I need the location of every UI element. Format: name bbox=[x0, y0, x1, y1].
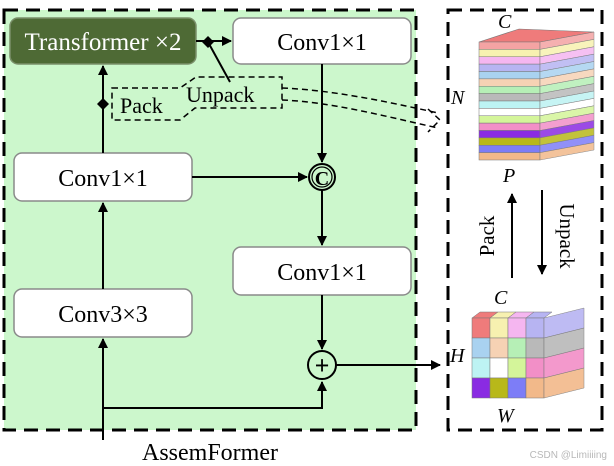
feature-cell bbox=[471, 357, 491, 379]
assemformer-module bbox=[2, 8, 418, 432]
conv1x1-right-label: Conv1×1 bbox=[277, 260, 367, 286]
patch-stripe-front bbox=[478, 122, 541, 131]
patch-tensor bbox=[478, 28, 595, 161]
feature-map-tensor bbox=[471, 307, 585, 399]
feature-cell bbox=[525, 377, 545, 399]
patch-stripe-front bbox=[478, 63, 541, 72]
unpack-junction-icon bbox=[202, 36, 214, 48]
pack-unpack-callout bbox=[111, 76, 442, 133]
patch-stripe-front bbox=[478, 115, 541, 124]
patch-stripe-front bbox=[478, 137, 541, 146]
feature-cell bbox=[525, 317, 545, 339]
conv1x1-top-label: Conv1×1 bbox=[277, 30, 367, 56]
conv3x3-block[interactable]: Conv3×3 bbox=[13, 288, 193, 338]
patch-stripe-front bbox=[478, 78, 541, 87]
tensor-top-c-label: C bbox=[498, 11, 512, 33]
unpack-label: Unpack bbox=[186, 82, 254, 107]
tensor-bottom-w-label: W bbox=[497, 405, 516, 427]
patch-stripe-front bbox=[478, 152, 541, 161]
patch-stripe-front bbox=[478, 49, 541, 57]
side-unpack-label: Unpack bbox=[555, 203, 579, 269]
feature-cell bbox=[507, 317, 527, 339]
pack-junction-icon bbox=[97, 98, 109, 110]
skip-connection bbox=[103, 381, 327, 409]
feature-cell bbox=[507, 357, 527, 379]
feature-cell bbox=[471, 337, 491, 359]
conv1x1-top-block[interactable]: Conv1×1 bbox=[232, 17, 412, 65]
feature-cell bbox=[489, 377, 509, 399]
patch-stripe-front bbox=[478, 145, 541, 153]
conv3x3-label: Conv3×3 bbox=[58, 302, 148, 328]
feature-cell bbox=[489, 317, 509, 339]
feature-cell bbox=[489, 337, 509, 359]
conv1x1-right-block[interactable]: Conv1×1 bbox=[232, 246, 412, 296]
transformer-label: Transformer ×2 bbox=[25, 29, 182, 56]
patch-stripe-front bbox=[478, 93, 541, 102]
connections bbox=[98, 36, 441, 440]
feature-side-face bbox=[543, 367, 585, 399]
concat-symbol: C bbox=[315, 168, 329, 190]
patch-stripe-front bbox=[478, 71, 541, 80]
tensor-top-n-label: N bbox=[450, 87, 466, 109]
patch-stripe-front bbox=[478, 130, 541, 139]
feature-cell bbox=[471, 317, 491, 339]
feature-cell bbox=[507, 337, 527, 359]
conv1x1-left-block[interactable]: Conv1×1 bbox=[13, 152, 193, 202]
watermark: CSDN @Limiiiing bbox=[530, 450, 607, 461]
patch-stripe-front bbox=[478, 108, 541, 116]
pack-label: Pack bbox=[120, 93, 163, 118]
feature-cell bbox=[525, 357, 545, 379]
unpack-pointer bbox=[207, 41, 231, 83]
module-title: AssemFormer bbox=[142, 440, 278, 466]
tensor-bottom-h-label: H bbox=[449, 345, 466, 367]
add-symbol: + bbox=[315, 351, 330, 380]
patch-stripe-front bbox=[478, 41, 541, 50]
tensor-bottom-c-label: C bbox=[494, 287, 508, 309]
patch-stripe-side bbox=[539, 142, 595, 161]
patch-stripe-front bbox=[478, 56, 541, 65]
transformer-block[interactable]: Transformer ×2 bbox=[9, 17, 197, 65]
patch-stripe-front bbox=[478, 100, 541, 109]
conv1x1-left-label: Conv1×1 bbox=[58, 166, 148, 192]
feature-cell bbox=[471, 377, 491, 399]
feature-cell bbox=[507, 377, 527, 399]
feature-cell bbox=[525, 337, 545, 359]
feature-cell bbox=[489, 357, 509, 379]
tensor-top-p-label: P bbox=[502, 165, 515, 187]
side-pack-label: Pack bbox=[475, 215, 499, 256]
patch-stripe-front bbox=[478, 86, 541, 94]
